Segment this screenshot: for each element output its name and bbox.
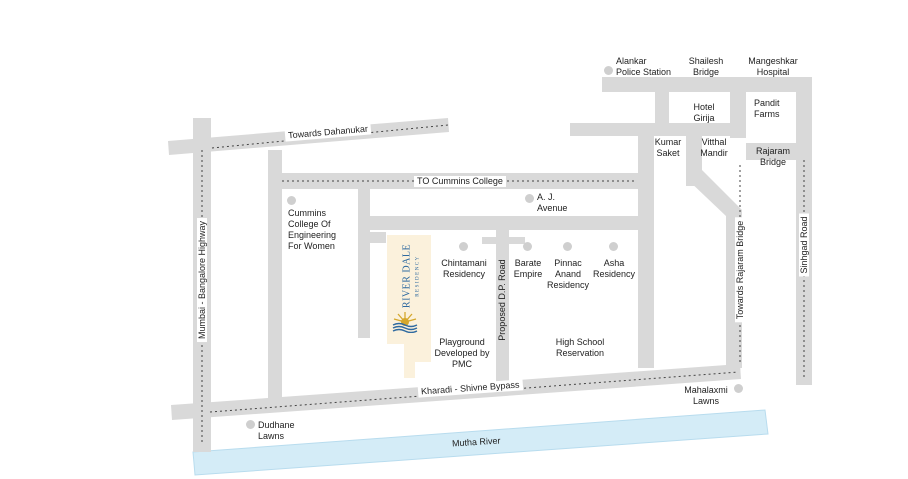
place-high-school: High School Reservation — [555, 337, 605, 358]
road-top-upper — [602, 77, 812, 92]
chintamani-marker — [459, 242, 468, 251]
site-plot — [387, 235, 431, 378]
place-vitthal-mandir: Vitthal Mandir — [700, 137, 728, 158]
road-dp-stub — [482, 237, 525, 244]
place-chintamani: Chintamani Residency — [441, 258, 487, 279]
road-east-vertical — [638, 128, 654, 368]
cummins-marker — [287, 196, 296, 205]
place-dudhane: Dudhane Lawns — [258, 420, 295, 441]
mahalaxmi-marker — [734, 384, 743, 393]
place-barate: Barate Empire — [513, 258, 543, 279]
place-playground: Playground Developed by PMC — [434, 337, 490, 369]
road-label-mumbai-bangalore: Mumbai - Bangalore Highway — [197, 217, 207, 343]
place-mangeshkar: Mangeshkar Hospital — [748, 56, 798, 77]
place-shailesh: Shailesh Bridge — [688, 56, 724, 77]
place-cummins-college: Cummins College Of Engineering For Women — [288, 208, 337, 251]
asha-marker — [609, 242, 618, 251]
road-label-sinhgad: Sinhgad Road — [799, 213, 809, 277]
riverdale-logo-icon — [392, 312, 418, 333]
road-rajaram-diagonal — [686, 170, 742, 368]
place-pinnac: Pinnac Anand Residency — [546, 258, 590, 290]
place-alankar: Alankar Police Station — [616, 56, 672, 77]
pinnac-marker — [563, 242, 572, 251]
place-hotel-girija: Hotel Girija — [693, 102, 715, 123]
road-cummins-vertical — [268, 150, 282, 403]
place-kumar-saket: Kumar Saket — [654, 137, 682, 158]
place-asha: Asha Residency — [592, 258, 636, 279]
road-aj-avenue — [358, 216, 638, 230]
riverdale-brand: RIVER DALE — [401, 243, 413, 309]
place-mahalaxmi: Mahalaxmi Lawns — [684, 385, 728, 406]
road-hospital-vertical — [730, 90, 746, 138]
road-label-cummins: TO Cummins College — [414, 176, 506, 187]
road-rajaram-bridge — [746, 143, 808, 160]
aj-avenue-marker — [525, 194, 534, 203]
road-label-rajaram: Towards Rajaram Bridge — [735, 217, 745, 323]
place-aj-avenue: A. J. Avenue — [537, 192, 568, 213]
place-rajaram-bridge: Rajaram Bridge — [755, 146, 791, 167]
barate-marker — [523, 242, 532, 251]
riverdale-tagline: RESIDENCY — [415, 255, 421, 297]
road-site-top — [368, 232, 386, 243]
place-pandit-farms: Pandit Farms — [754, 98, 780, 119]
dudhane-marker — [246, 420, 255, 429]
road-top-horizontal — [570, 123, 745, 136]
alankar-marker — [604, 66, 613, 75]
road-site-west — [358, 185, 370, 338]
mutha-river — [192, 409, 769, 476]
road-label-dp: Proposed D.P. Road — [497, 256, 507, 344]
road-hotel-vertical — [655, 83, 669, 126]
